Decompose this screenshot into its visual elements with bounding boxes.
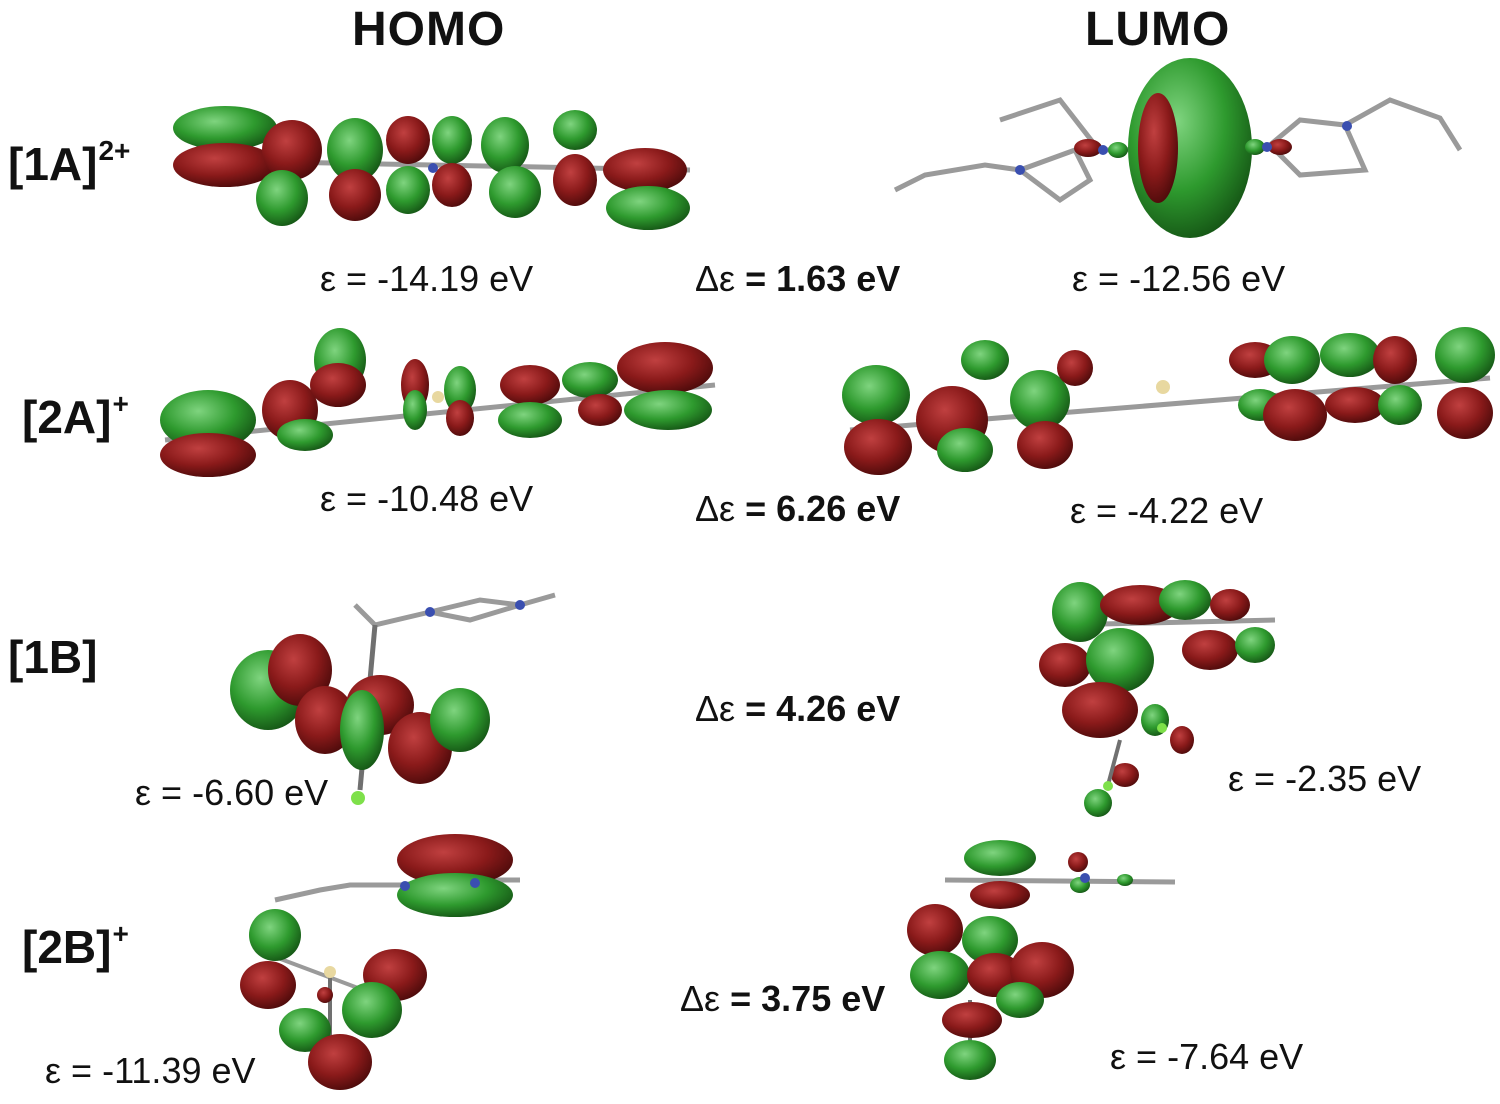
row-label-1b: [1B] — [8, 631, 98, 683]
homo-1a-orbital — [173, 106, 691, 230]
gap-energy-2a: Δε = 6.26 eV — [695, 488, 901, 529]
homo-energy-2b: ε = -11.39 eV — [45, 1050, 256, 1091]
lumo-2a-orbital — [842, 327, 1495, 475]
lumo-energy-2a: ε = -4.22 eV — [1070, 490, 1264, 531]
homo-energy-2a: ε = -10.48 eV — [320, 478, 534, 519]
homo-2a-orbital — [160, 328, 716, 477]
homo-energy-1b: ε = -6.60 eV — [135, 772, 329, 813]
gap-energy-2b: Δε = 3.75 eV — [680, 978, 886, 1019]
lumo-energy-2b: ε = -7.64 eV — [1110, 1036, 1304, 1077]
homo-2b-orbital — [240, 834, 520, 1090]
gap-energy-1a: Δε = 1.63 eV — [695, 258, 901, 299]
lumo-energy-1b: ε = -2.35 eV — [1228, 758, 1422, 799]
lumo-header: LUMO — [1085, 3, 1231, 56]
homo-1b-orbital — [230, 592, 556, 805]
homo-header: HOMO — [352, 3, 506, 56]
gap-energy-1b: Δε = 4.26 eV — [695, 688, 901, 729]
homo-energy-1a: ε = -14.19 eV — [320, 258, 534, 299]
lumo-1a-orbital — [893, 58, 1463, 238]
row-label-2a: [2A]+ — [22, 388, 129, 443]
lumo-energy-1a: ε = -12.56 eV — [1072, 258, 1286, 299]
row-label-1a: [1A]2+ — [8, 135, 131, 190]
row-label-2b: [2B]+ — [22, 918, 129, 973]
lumo-2b-orbital — [907, 840, 1176, 1080]
lumo-1b-orbital — [1039, 580, 1276, 817]
